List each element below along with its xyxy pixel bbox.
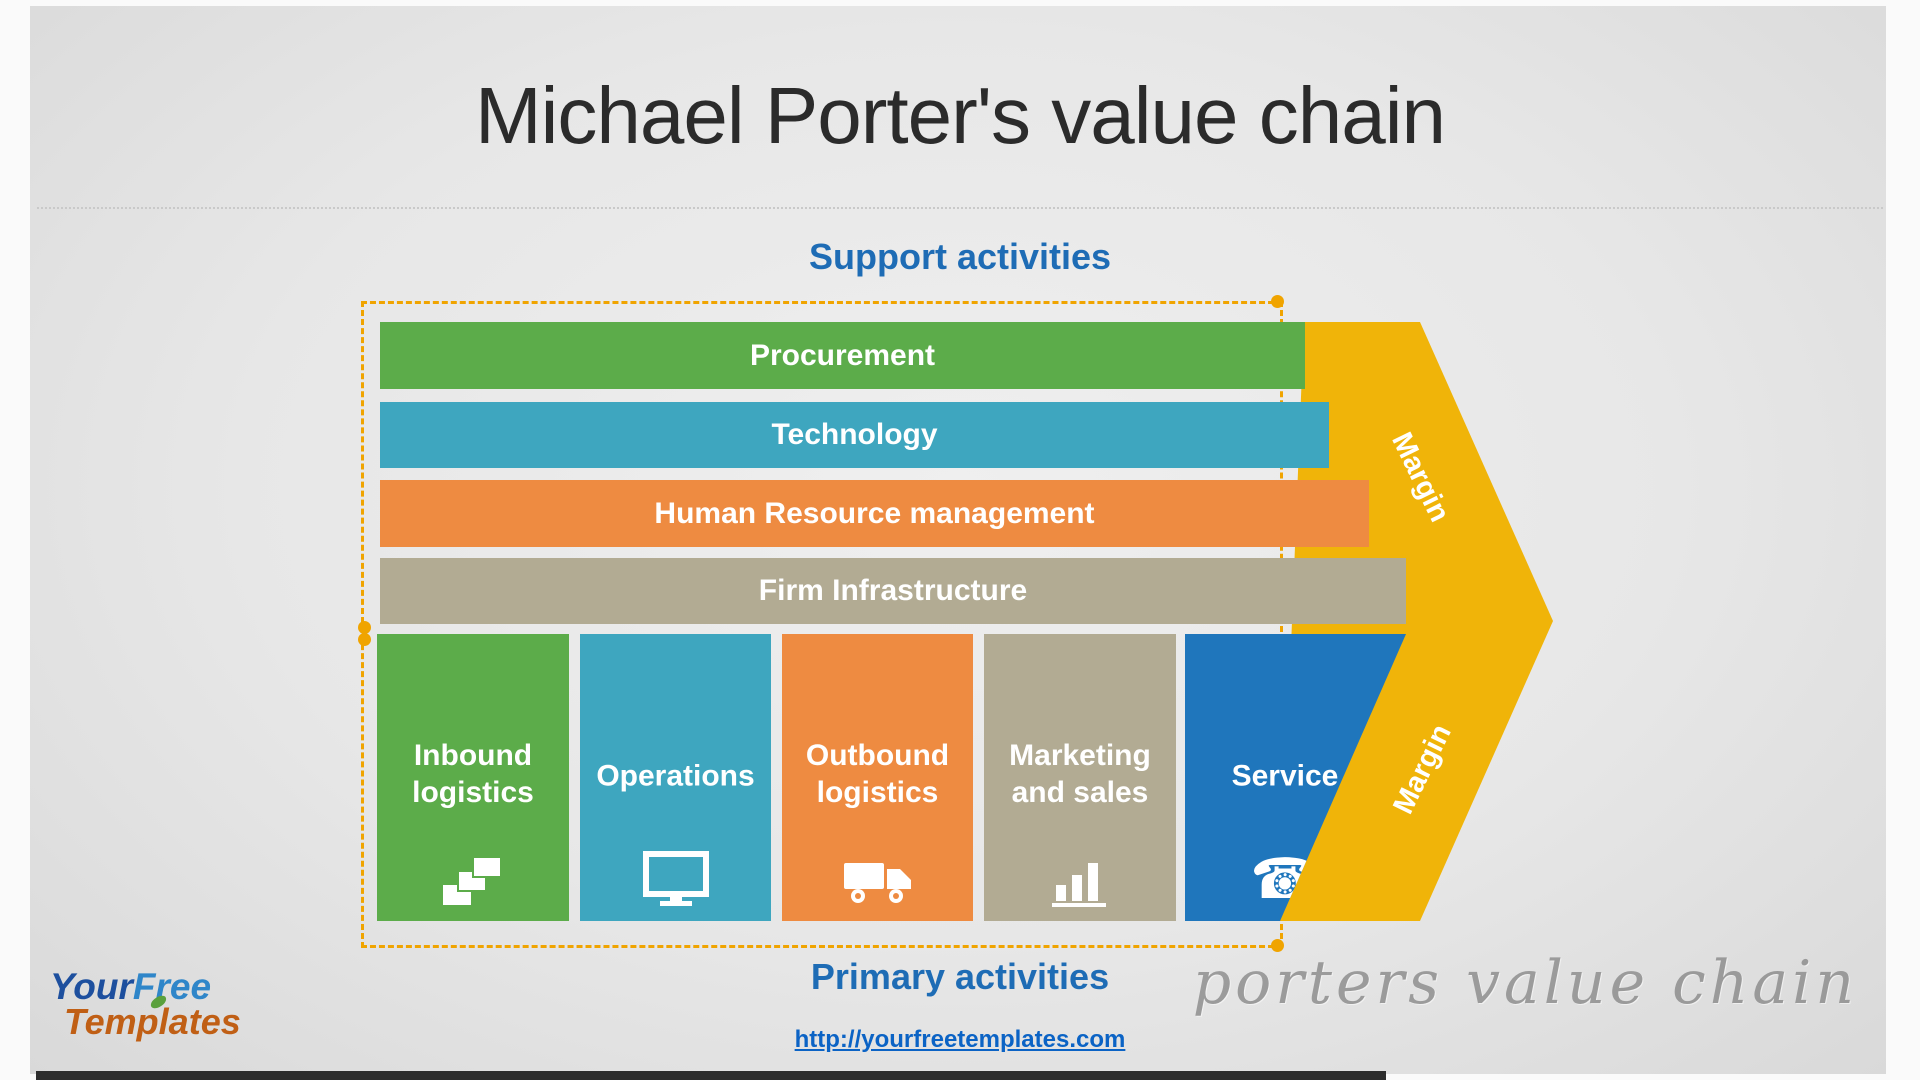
frame-dot-top-right xyxy=(1271,295,1284,308)
website-link-container: http://yourfreetemplates.com xyxy=(0,1026,1920,1054)
bottom-dark-strip xyxy=(36,1071,1386,1080)
primary-column-outbound-logistics: Outbound logistics xyxy=(782,634,973,921)
support-row-human-resource-management: Human Resource management xyxy=(380,480,1369,547)
support-row-label: Firm Infrastructure xyxy=(758,574,1028,607)
primary-column-label: Outbound logistics xyxy=(805,738,950,809)
primary-column-label: Service xyxy=(1231,758,1339,792)
support-row-label: Technology xyxy=(771,418,938,451)
logo-your-text: Your xyxy=(50,966,133,1007)
primary-column-inbound-logistics: Inbound logistics xyxy=(377,634,569,921)
bar-chart-icon xyxy=(984,855,1176,907)
slide-title: Michael Porter's value chain xyxy=(475,71,1446,160)
website-link[interactable]: http://yourfreetemplates.com xyxy=(794,1026,1126,1053)
primary-column-label: Inbound logistics xyxy=(412,738,534,809)
yourfreetemplates-logo: YourFree Templates xyxy=(50,966,241,1042)
logo-free-text: Free xyxy=(132,966,212,1007)
watermark-text: porters value chain xyxy=(1192,948,1858,1018)
support-row-procurement: Procurement xyxy=(380,322,1305,389)
support-activities-label: Support activities xyxy=(808,236,1112,277)
support-row-firm-infrastructure: Firm Infrastructure xyxy=(380,558,1406,624)
primary-column-operations: Operations xyxy=(580,634,771,921)
title-divider xyxy=(37,207,1883,209)
support-row-label: Procurement xyxy=(749,338,936,372)
logo-line1: YourFree xyxy=(50,966,241,1007)
frame-dot-left-upper xyxy=(358,621,371,634)
primary-column-marketing-and-sales: Marketing and sales xyxy=(984,634,1176,921)
primary-column-label: Marketing and sales xyxy=(1009,738,1151,809)
logo-templates-text: Templates xyxy=(50,993,241,1042)
logo-templates-label: Templates xyxy=(64,1000,241,1042)
monitor-icon xyxy=(580,851,771,907)
support-row-label: Human Resource management xyxy=(654,496,1095,530)
frame-dot-bottom-right xyxy=(1271,939,1284,952)
frame-dot-left-lower xyxy=(358,633,371,646)
primary-activities-label: Primary activities xyxy=(810,956,1110,997)
support-row-technology: Technology xyxy=(380,402,1329,468)
truck-icon xyxy=(782,855,973,907)
documents-icon xyxy=(377,855,569,907)
primary-column-label: Operations xyxy=(596,758,755,792)
